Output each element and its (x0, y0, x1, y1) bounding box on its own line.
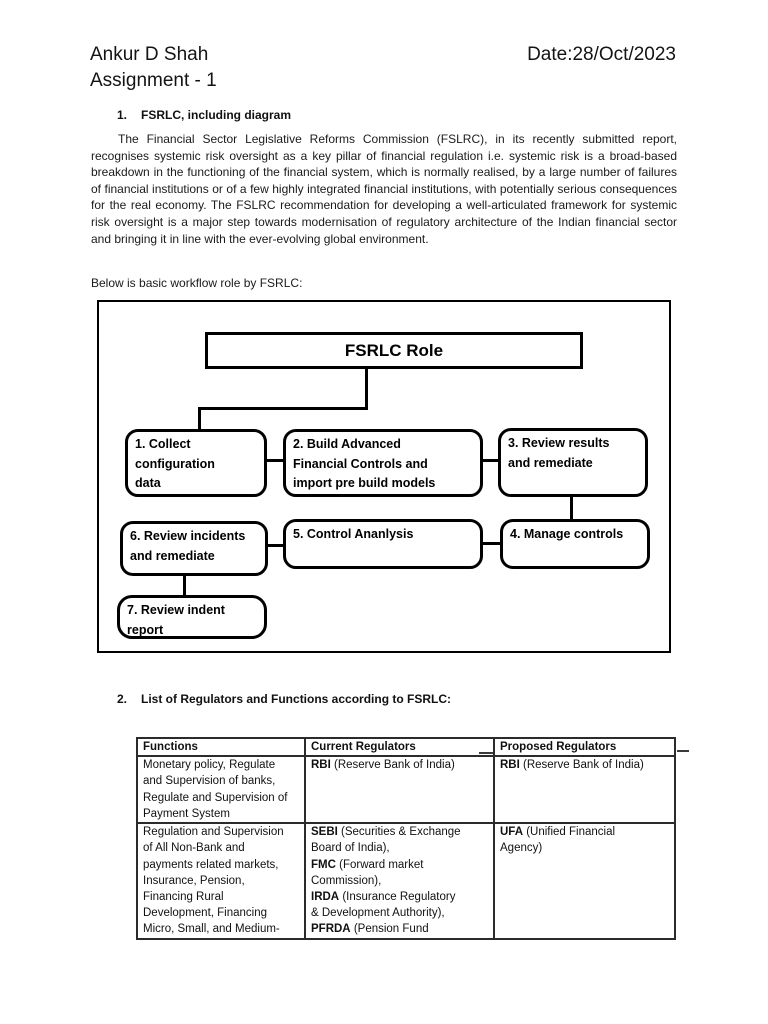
cell-text: Regulation and Supervision of All Non-Ba… (143, 826, 284, 936)
section1-title: FSRLC, including diagram (141, 108, 292, 122)
connector-title-to-box1 (198, 407, 201, 431)
cell-text: (Insurance Regulatory & Development Auth… (311, 891, 456, 920)
section2-number: 2. (117, 692, 128, 706)
table-header-row: Functions Current Regulators Proposed Re… (136, 736, 676, 758)
table-border-artifact (479, 752, 493, 754)
regulator-acronym: PFRDA (311, 923, 351, 936)
table-cell: RBI (Reserve Bank of India) (304, 755, 495, 825)
document-date: Date:28/Oct/2023 (527, 44, 676, 65)
section2-heading: 2. List of Regulators and Functions acco… (117, 692, 451, 706)
table-cell: RBI (Reserve Bank of India) (493, 755, 676, 825)
connector-box1-box2 (265, 459, 285, 462)
connector-box6-box7 (183, 574, 186, 597)
cell-text: (Reserve Bank of India) (330, 759, 455, 772)
table-row: Monetary policy, Regulate and Supervisio… (136, 755, 676, 825)
cell-text: (Securities & Exchange Board of India), (311, 826, 461, 855)
column-header-current-regulators: Current Regulators (304, 736, 495, 758)
cell-text: (Unified Financial Agency) (500, 826, 616, 855)
section1-number: 1. (117, 108, 128, 122)
regulator-acronym: FMC (311, 858, 336, 871)
diagram-box-4-manage-controls: 4. Manage controls (500, 519, 650, 569)
regulator-acronym: IRDA (311, 891, 340, 904)
table-border-artifact (677, 750, 689, 752)
diagram-intro-text: Below is basic workflow role by FSRLC: (91, 276, 303, 290)
regulator-acronym: RBI (500, 759, 520, 772)
regulators-table: Functions Current Regulators Proposed Re… (136, 736, 676, 940)
assignment-title: Assignment - 1 (90, 70, 217, 91)
connector-box3-box4 (570, 496, 573, 521)
table-cell: Monetary policy, Regulate and Supervisio… (136, 755, 306, 825)
author-name: Ankur D Shah (90, 44, 209, 65)
cell-text: Monetary policy, Regulate and Supervisio… (143, 759, 288, 820)
diagram-box-2-build-advanced-controls: 2. Build Advanced Financial Controls and… (283, 429, 483, 497)
column-header-functions: Functions (136, 736, 306, 758)
table-row: Regulation and Supervision of All Non-Ba… (136, 822, 676, 940)
connector-box5-box4 (481, 542, 502, 545)
section2-title: List of Regulators and Functions accordi… (141, 692, 452, 706)
diagram-title-box: FSRLC Role (205, 332, 583, 369)
table-cell: SEBI (Securities & Exchange Board of Ind… (304, 822, 495, 940)
regulator-acronym: UFA (500, 826, 523, 839)
diagram-box-6-review-incidents: 6. Review incidents and remediate (120, 521, 268, 576)
connector-box6-box5 (266, 544, 285, 547)
regulator-acronym: SEBI (311, 826, 338, 839)
cell-text: (Forward market Commission), (311, 858, 424, 887)
diagram-box-5-control-analysis: 5. Control Ananlysis (283, 519, 483, 569)
column-header-proposed-regulators: Proposed Regulators (493, 736, 676, 758)
section1-paragraph: The Financial Sector Legislative Reforms… (91, 132, 677, 246)
table-cell: Regulation and Supervision of All Non-Ba… (136, 822, 306, 940)
connector-title-drop (365, 369, 368, 410)
table-body: Monetary policy, Regulate and Supervisio… (136, 755, 676, 940)
regulator-acronym: RBI (311, 759, 331, 772)
diagram-box-3-review-results: 3. Review results and remediate (498, 428, 648, 497)
diagram-box-7-review-indent-report: 7. Review indent report (117, 595, 267, 639)
fsrlc-workflow-diagram: FSRLC Role 1. Collect configuration data… (97, 300, 671, 653)
table-cell: UFA (Unified Financial Agency) (493, 822, 676, 940)
connector-title-elbow (198, 407, 368, 410)
cell-text: (Pension Fund (350, 923, 429, 936)
connector-box2-box3 (481, 459, 500, 462)
section1-heading: 1. FSRLC, including diagram (117, 108, 291, 122)
diagram-box-1-collect-configuration-data: 1. Collect configuration data (125, 429, 267, 497)
cell-text: (Reserve Bank of India) (519, 759, 644, 772)
